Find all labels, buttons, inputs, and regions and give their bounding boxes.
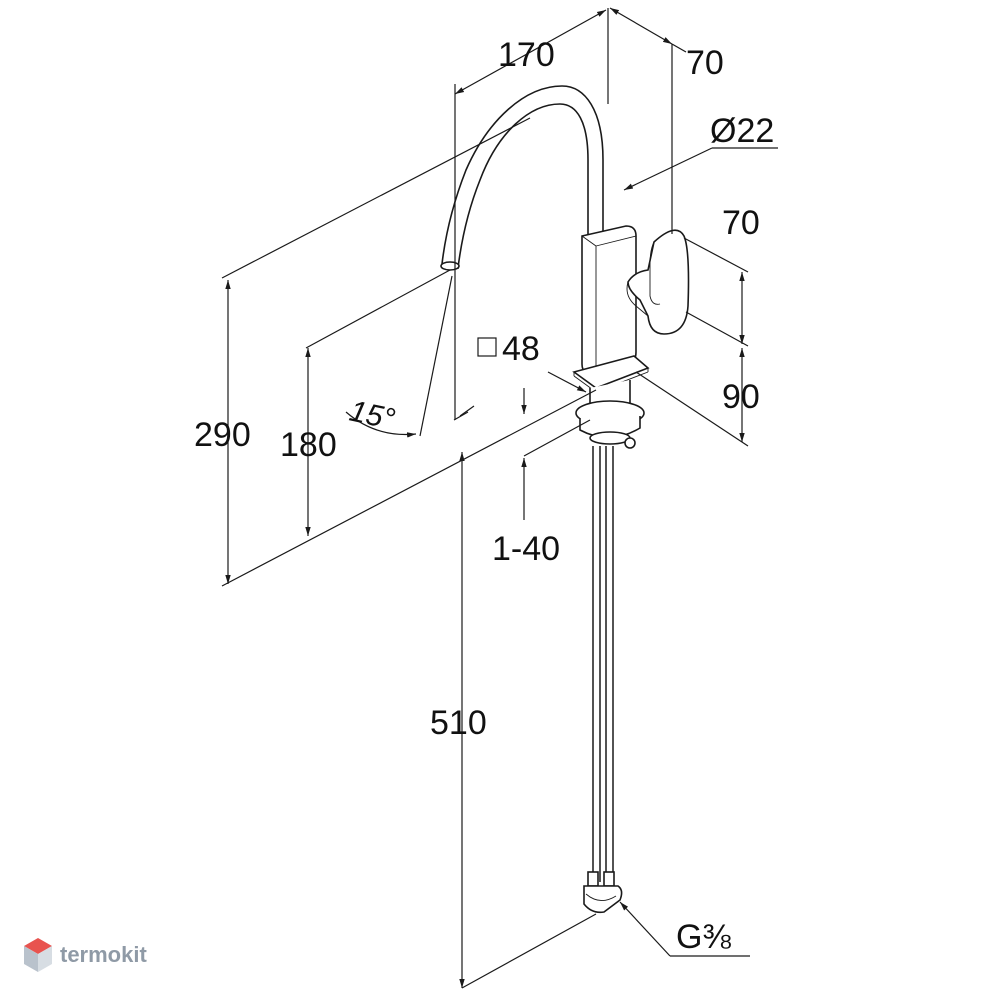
termokit-logo-icon [24, 938, 52, 972]
dim-total-height: 290 [194, 416, 251, 454]
spout [441, 85, 604, 269]
dim-body-depth: 70 [686, 44, 724, 82]
hose-connector [583, 871, 623, 914]
dim-base-square: 48 [502, 330, 540, 368]
dim-spout-outlet-height: 180 [280, 426, 337, 464]
watermark-text: termokit [60, 942, 147, 967]
dimension-lines [221, 7, 778, 989]
lever-handle [627, 229, 690, 335]
faucet-body [581, 225, 637, 376]
dim-spout-reach: 170 [498, 36, 555, 74]
dim-spout-angle: 15° [347, 395, 398, 437]
dim-deck-thickness: 1-40 [492, 530, 560, 568]
dim-connection-thread: G⅜ [676, 918, 731, 956]
square-symbol-icon [477, 337, 497, 357]
dim-hose-length: 510 [430, 704, 487, 742]
dim-body-to-base: 90 [722, 378, 760, 416]
dim-spout-diameter: Ø22 [710, 112, 774, 150]
dim-lever-height: 70 [722, 204, 760, 242]
dimension-labels: 170 70 Ø22 70 90 48 15° 290 180 1-40 510… [194, 36, 774, 956]
nut-screw [624, 437, 636, 449]
supply-hoses [592, 446, 614, 882]
watermark: termokit [24, 938, 147, 972]
faucet-outline [440, 85, 690, 914]
spout-outlet [440, 261, 460, 271]
